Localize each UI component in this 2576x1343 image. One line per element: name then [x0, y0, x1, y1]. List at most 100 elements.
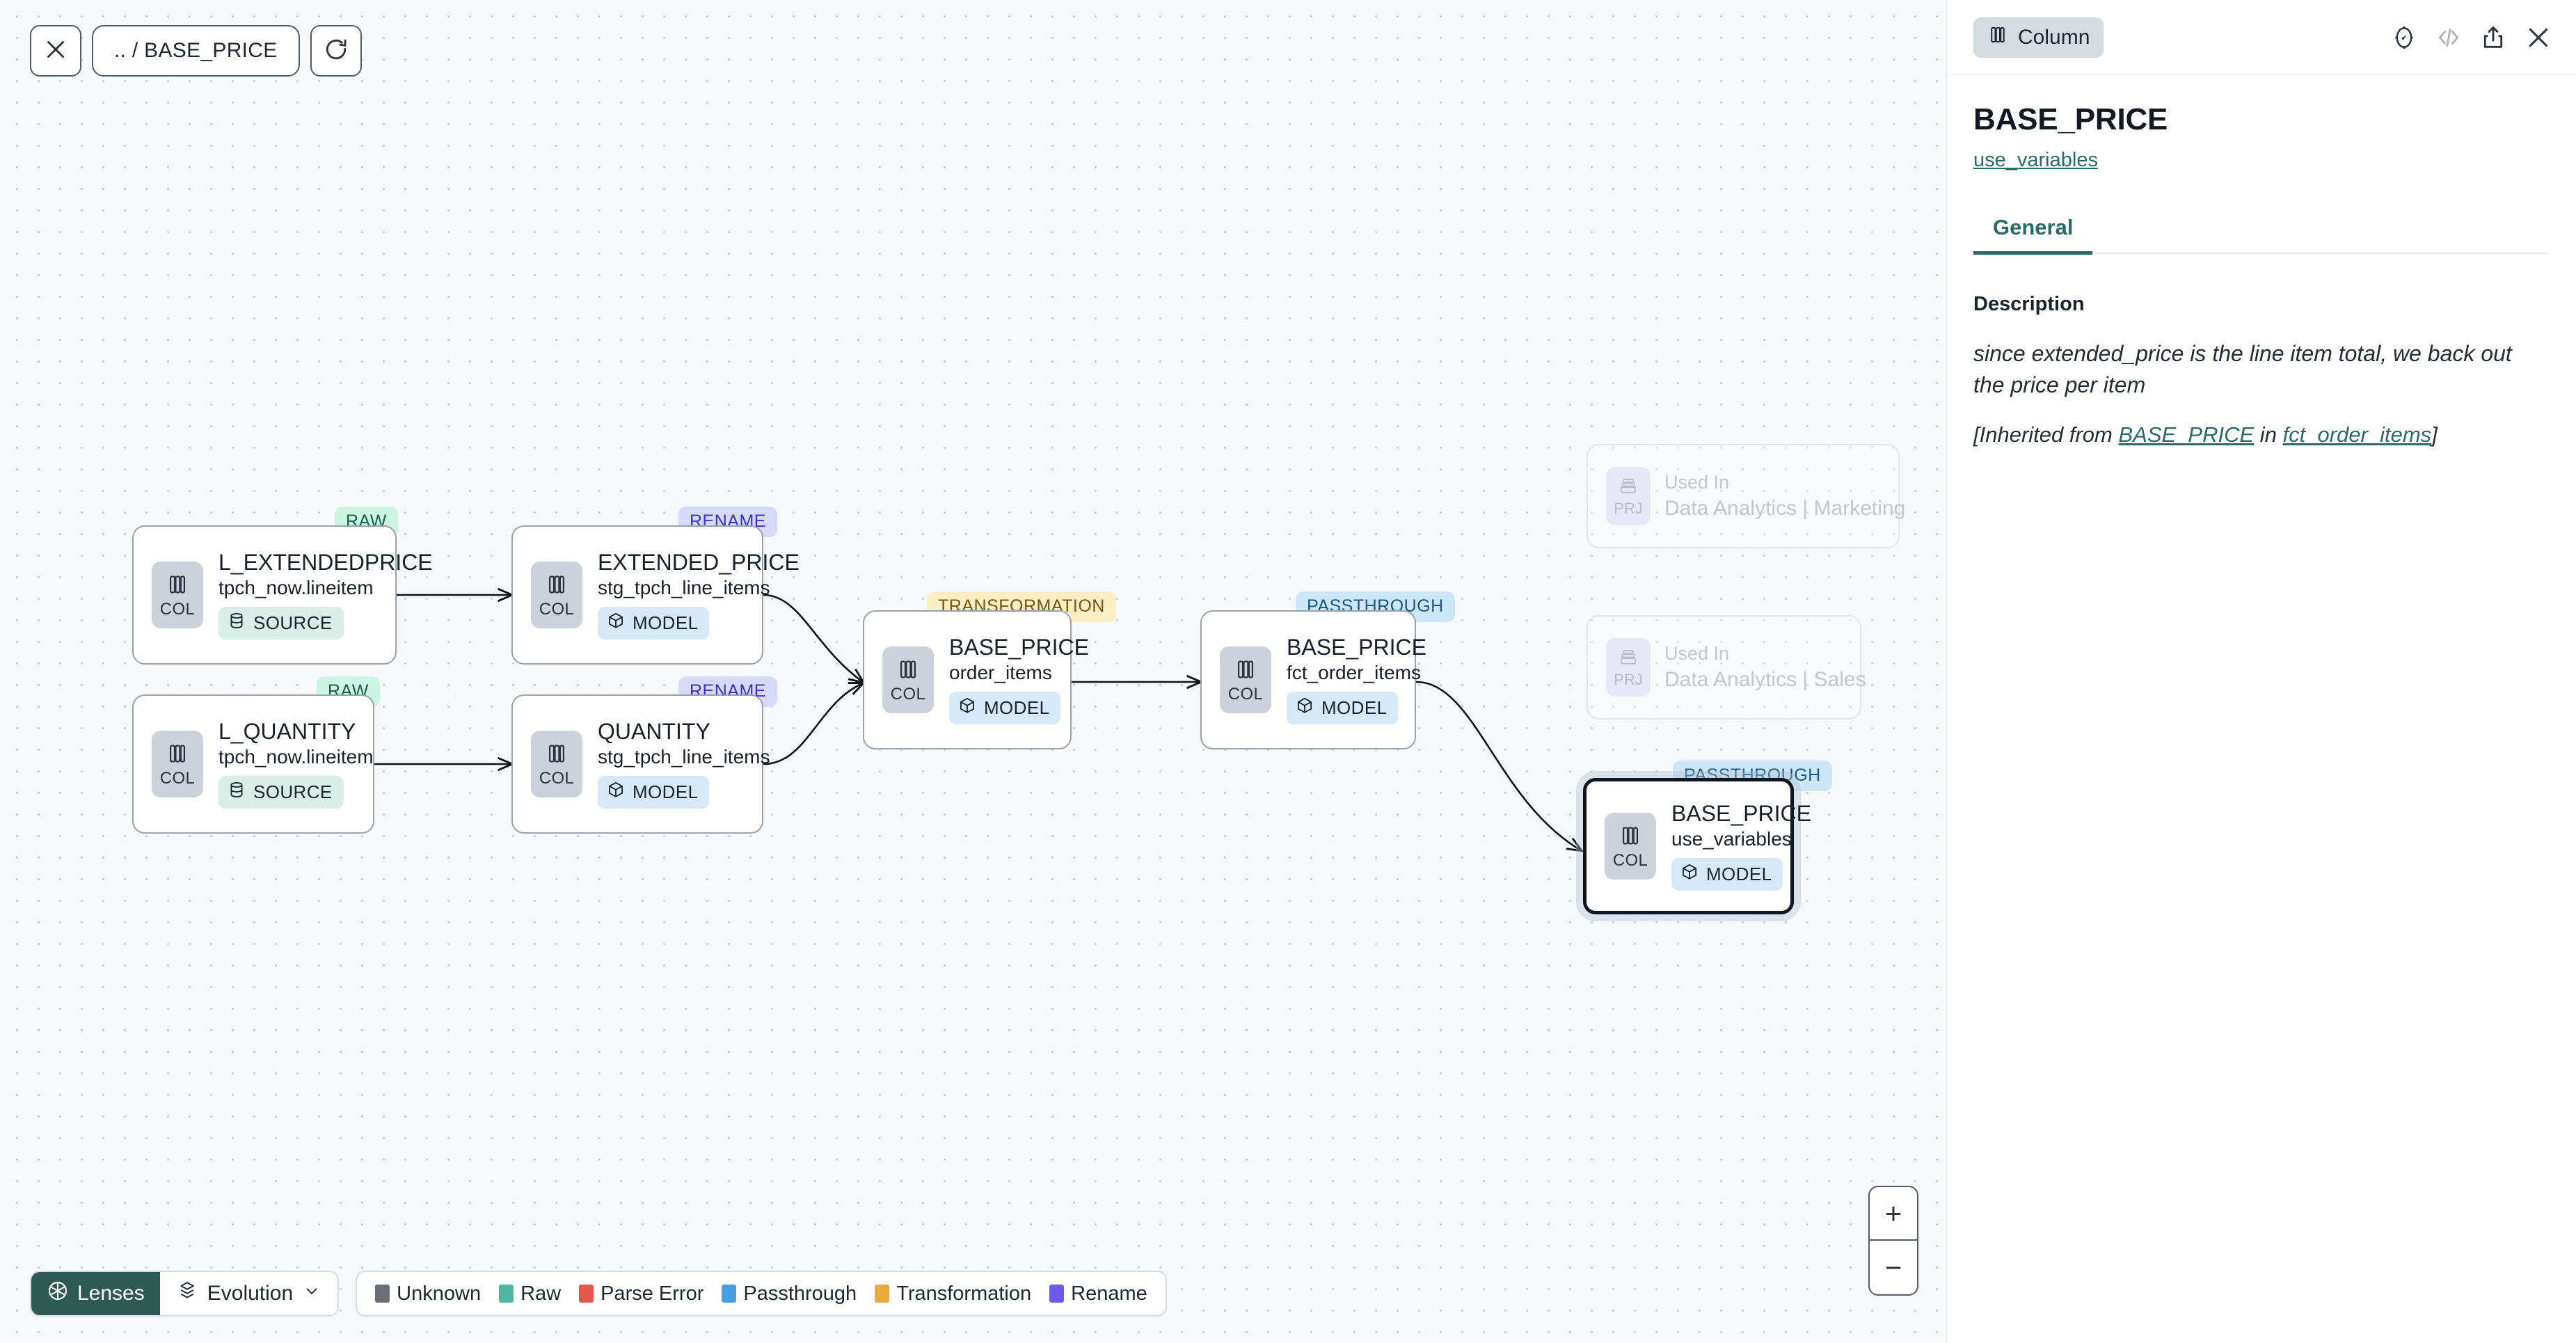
legend-item-transformation: Transformation — [875, 1282, 1031, 1305]
legend-label: Transformation — [896, 1282, 1032, 1305]
code-icon[interactable] — [2435, 24, 2462, 51]
close-graph-button[interactable] — [30, 25, 81, 77]
details-panel-body: BASE_PRICE use_variables General Descrip… — [1947, 75, 2576, 1343]
node-title: BASE_PRICE — [1671, 800, 1811, 826]
cube-icon — [1296, 697, 1314, 720]
zoom-controls: + − — [1868, 1186, 1918, 1296]
col-chip-label: COL — [890, 684, 926, 704]
legend-swatch — [499, 1285, 514, 1303]
legend-label: Parse Error — [601, 1282, 704, 1305]
refresh-button[interactable] — [310, 25, 362, 77]
used-in-card-sales[interactable]: PRJ Used In Data Analytics | Sales — [1587, 615, 1866, 720]
column-icon — [166, 573, 189, 600]
zoom-in-button[interactable]: + — [1870, 1187, 1917, 1241]
node-title: BASE_PRICE — [949, 634, 1089, 660]
used-in-label: Used In — [1664, 642, 1730, 664]
layers-icon — [177, 1280, 198, 1307]
node-base-price-fct-order-items[interactable]: COL BASE_PRICE fct_order_items M — [1200, 610, 1426, 749]
compass-icon[interactable] — [2391, 24, 2417, 51]
panel-tabs: General — [1973, 215, 2550, 255]
prj-chip: PRJ — [1606, 467, 1651, 525]
project-icon — [1619, 477, 1638, 500]
database-icon — [228, 612, 246, 635]
details-panel-header: Column — [1947, 0, 2576, 75]
canvas-top-controls: .. / BASE_PRICE — [30, 25, 362, 77]
breadcrumb[interactable]: .. / BASE_PRICE — [92, 25, 300, 77]
tab-general[interactable]: General — [1973, 215, 2093, 255]
col-chip-label: COL — [159, 599, 196, 619]
node-base-price-order-items[interactable]: COL BASE_PRICE order_items MODEL — [863, 610, 1089, 749]
legend-item-unknown: Unknown — [375, 1282, 481, 1305]
col-chip-label: COL — [159, 768, 196, 788]
chevron-down-icon — [303, 1282, 321, 1305]
legend-swatch — [722, 1285, 737, 1303]
entity-type-label: Column — [2018, 25, 2090, 49]
lens-legend: Unknown Raw Parse Error Passthrough Tran… — [356, 1271, 1167, 1317]
lenses-button[interactable]: Lenses — [31, 1272, 160, 1315]
col-chip: COL — [152, 562, 203, 628]
inherited-model-link[interactable]: fct_order_items — [2282, 422, 2432, 447]
legend-item-rename: Rename — [1049, 1282, 1147, 1305]
used-in-card-marketing[interactable]: PRJ Used In Data Analytics | Marketing — [1587, 444, 1905, 548]
cube-icon — [607, 612, 625, 635]
legend-item-passthrough: Passthrough — [722, 1282, 857, 1305]
legend-swatch — [579, 1285, 594, 1303]
node-subtitle: tpch_now.lineitem — [218, 577, 374, 599]
legend-item-raw: Raw — [499, 1282, 561, 1305]
legend-label: Passthrough — [743, 1282, 857, 1305]
col-chip: COL — [882, 646, 934, 713]
node-l-extendedprice[interactable]: COL L_EXTENDEDPRICE tpch_now.lineitem — [132, 525, 433, 665]
node-title: L_QUANTITY — [218, 718, 356, 744]
node-extended-price[interactable]: COL EXTENDED_PRICE stg_tpch_line_items — [511, 525, 800, 665]
col-chip: COL — [152, 731, 203, 797]
node-subtitle: stg_tpch_line_items — [598, 746, 770, 768]
node-subtitle: order_items — [949, 662, 1052, 684]
inherit-prefix: [Inherited from — [1973, 422, 2119, 447]
kind-badge-source: SOURCE — [218, 776, 344, 809]
kind-badge-model: MODEL — [598, 607, 710, 640]
refresh-icon — [324, 37, 349, 65]
node-title: EXTENDED_PRICE — [598, 549, 800, 575]
col-chip-label: COL — [539, 768, 575, 788]
share-icon[interactable] — [2480, 24, 2506, 51]
lenses-label: Lenses — [77, 1282, 145, 1305]
kind-badge-model: MODEL — [598, 776, 710, 809]
kind-badge-source: SOURCE — [218, 607, 344, 640]
col-chip-label: COL — [539, 599, 575, 619]
zoom-out-button[interactable]: − — [1884, 1250, 1902, 1284]
legend-swatch — [1049, 1285, 1065, 1303]
kind-badge-label: SOURCE — [253, 781, 333, 803]
kind-badge-label: MODEL — [633, 612, 699, 634]
kind-badge-label: MODEL — [984, 697, 1050, 719]
parent-model-link[interactable]: use_variables — [1973, 149, 2098, 172]
description-body: since extended_price is the line item to… — [1973, 340, 2512, 398]
close-icon[interactable] — [2525, 24, 2552, 51]
description-inherited-note: [Inherited from BASE_PRICE in fct_order_… — [1973, 420, 2550, 450]
node-l-quantity[interactable]: COL L_QUANTITY tpch_now.lineitem — [132, 694, 374, 834]
used-in-name: Data Analytics | Marketing — [1664, 497, 1906, 520]
database-icon — [228, 781, 246, 804]
column-icon — [545, 742, 569, 769]
legend-label: Unknown — [397, 1282, 482, 1305]
entity-type-badge[interactable]: Column — [1973, 17, 2104, 58]
kind-badge-model: MODEL — [949, 692, 1061, 725]
column-icon — [166, 742, 189, 769]
used-in-label: Used In — [1664, 471, 1730, 493]
col-chip: COL — [531, 562, 582, 628]
col-chip: COL — [531, 731, 582, 797]
lineage-canvas[interactable]: .. / BASE_PRICE RAW — [0, 0, 1946, 1343]
kind-badge-model: MODEL — [1671, 858, 1783, 891]
node-title: QUANTITY — [598, 718, 710, 744]
inherited-column-link[interactable]: BASE_PRICE — [2118, 422, 2255, 447]
used-in-name: Data Analytics | Sales — [1664, 668, 1866, 692]
node-base-price-use-variables[interactable]: COL BASE_PRICE use_variables MOD — [1583, 778, 1811, 914]
evolution-dropdown[interactable]: Evolution — [159, 1272, 338, 1315]
kind-badge-label: MODEL — [1706, 864, 1772, 885]
col-chip-label: COL — [1227, 684, 1264, 704]
details-panel: Column — [1946, 0, 2576, 1343]
prj-chip: PRJ — [1606, 638, 1651, 697]
node-quantity[interactable]: COL QUANTITY stg_tpch_line_items — [511, 694, 770, 834]
legend-label: Rename — [1071, 1282, 1147, 1305]
node-subtitle: stg_tpch_line_items — [598, 577, 770, 599]
